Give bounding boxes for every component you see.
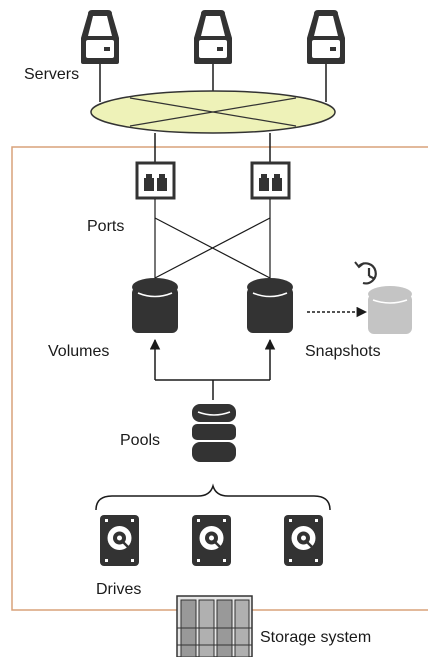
snapshots-label: Snapshots <box>305 343 381 360</box>
volumes-label: Volumes <box>48 343 110 360</box>
server-icon <box>81 10 119 64</box>
pool-volume-links <box>149 338 276 400</box>
server-icon <box>307 10 345 64</box>
volume-icon <box>132 278 178 333</box>
pool-icon <box>192 404 236 462</box>
server-links <box>99 64 327 102</box>
server-icon <box>194 10 232 64</box>
drive-icon <box>100 515 139 566</box>
port-icon <box>250 161 291 200</box>
ports-label: Ports <box>87 218 125 235</box>
volume-icon <box>247 278 293 333</box>
drive-icon <box>192 515 231 566</box>
snapshot-icon <box>368 286 412 334</box>
port-volume-links <box>154 199 271 279</box>
storage-system-label: Storage system <box>260 629 372 646</box>
drive-group-brace <box>95 483 331 511</box>
switch-icon <box>90 90 336 134</box>
servers-label: Servers <box>24 66 80 83</box>
port-icon <box>135 161 176 200</box>
pools-label: Pools <box>120 432 161 449</box>
switch-to-port-links <box>154 133 271 163</box>
storage-system-icon <box>176 595 253 657</box>
clock-history-icon <box>354 261 377 285</box>
drives-label: Drives <box>96 581 142 598</box>
drive-icon <box>284 515 323 566</box>
